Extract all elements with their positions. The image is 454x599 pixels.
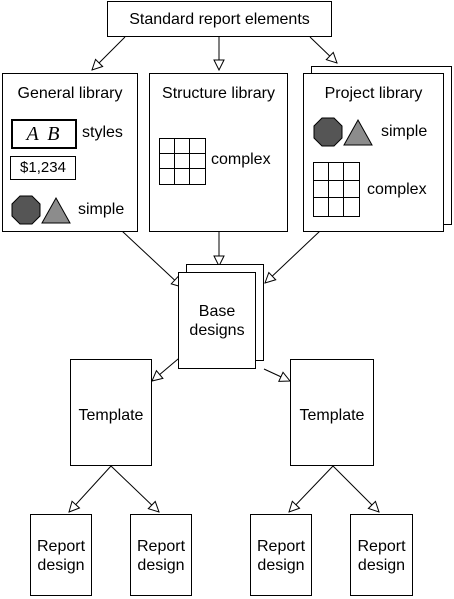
report-design-box-3: Report design bbox=[250, 514, 312, 596]
arrow-top-to-general bbox=[92, 36, 126, 70]
arrow-template-right-to-report-4 bbox=[332, 465, 379, 512]
base-designs-line2: designs bbox=[189, 322, 245, 339]
arrow-template-right-to-report-3 bbox=[289, 465, 334, 512]
project-library-box: Project library simple complex bbox=[303, 73, 444, 232]
report-design-line1: Report bbox=[357, 538, 406, 555]
template-box-right: Template bbox=[290, 359, 374, 466]
report-design-line2: design bbox=[357, 557, 406, 574]
table-grid-icon bbox=[313, 162, 360, 217]
number-format-sample: $1,234 bbox=[10, 156, 76, 180]
template-box-left: Template bbox=[70, 359, 152, 466]
template-label: Template bbox=[78, 407, 144, 424]
template-label: Template bbox=[299, 407, 365, 424]
arrow-template-left-to-report-1 bbox=[69, 465, 112, 512]
report-design-line1: Report bbox=[256, 538, 306, 555]
general-library-title: General library bbox=[17, 85, 123, 102]
styles-label: styles bbox=[82, 124, 123, 141]
styles-sample-box: A B bbox=[11, 119, 77, 149]
arrow-base-to-template-right bbox=[263, 368, 290, 381]
arrow-general-to-base bbox=[121, 230, 182, 287]
report-design-box-2: Report design bbox=[130, 514, 192, 596]
general-library-box: General library A B styles $1,234 simple bbox=[2, 73, 138, 232]
structure-library-title: Structure library bbox=[162, 85, 275, 102]
report-design-line2: design bbox=[37, 557, 85, 574]
triangle-icon bbox=[343, 118, 373, 146]
standard-report-elements-label: Standard report elements bbox=[129, 11, 310, 28]
octagon-icon bbox=[313, 117, 343, 147]
simple-label: simple bbox=[78, 201, 125, 218]
arrow-top-to-project bbox=[309, 36, 337, 63]
octagon-icon bbox=[11, 195, 41, 225]
arrow-project-to-base bbox=[265, 230, 321, 283]
simple-shapes-icon bbox=[313, 117, 373, 147]
report-design-line2: design bbox=[137, 557, 185, 574]
report-design-line2: design bbox=[257, 557, 305, 574]
report-design-box-1: Report design bbox=[30, 514, 92, 596]
report-design-line1: Report bbox=[36, 538, 86, 555]
report-design-box-4: Report design bbox=[350, 514, 413, 596]
base-designs-line1: Base bbox=[198, 303, 236, 320]
structure-library-box: Structure library complex bbox=[149, 73, 288, 232]
arrow-template-left-to-report-2 bbox=[110, 465, 159, 512]
complex-label: complex bbox=[367, 181, 427, 198]
base-designs-box: Base designs bbox=[178, 272, 256, 369]
complex-label: complex bbox=[211, 151, 271, 168]
report-design-line1: Report bbox=[136, 538, 186, 555]
standard-report-elements-box: Standard report elements bbox=[107, 1, 332, 37]
simple-shapes-icon bbox=[11, 195, 71, 225]
table-grid-icon bbox=[159, 138, 206, 185]
simple-label: simple bbox=[381, 123, 428, 140]
project-library-title: Project library bbox=[324, 85, 423, 102]
triangle-icon bbox=[41, 196, 71, 224]
